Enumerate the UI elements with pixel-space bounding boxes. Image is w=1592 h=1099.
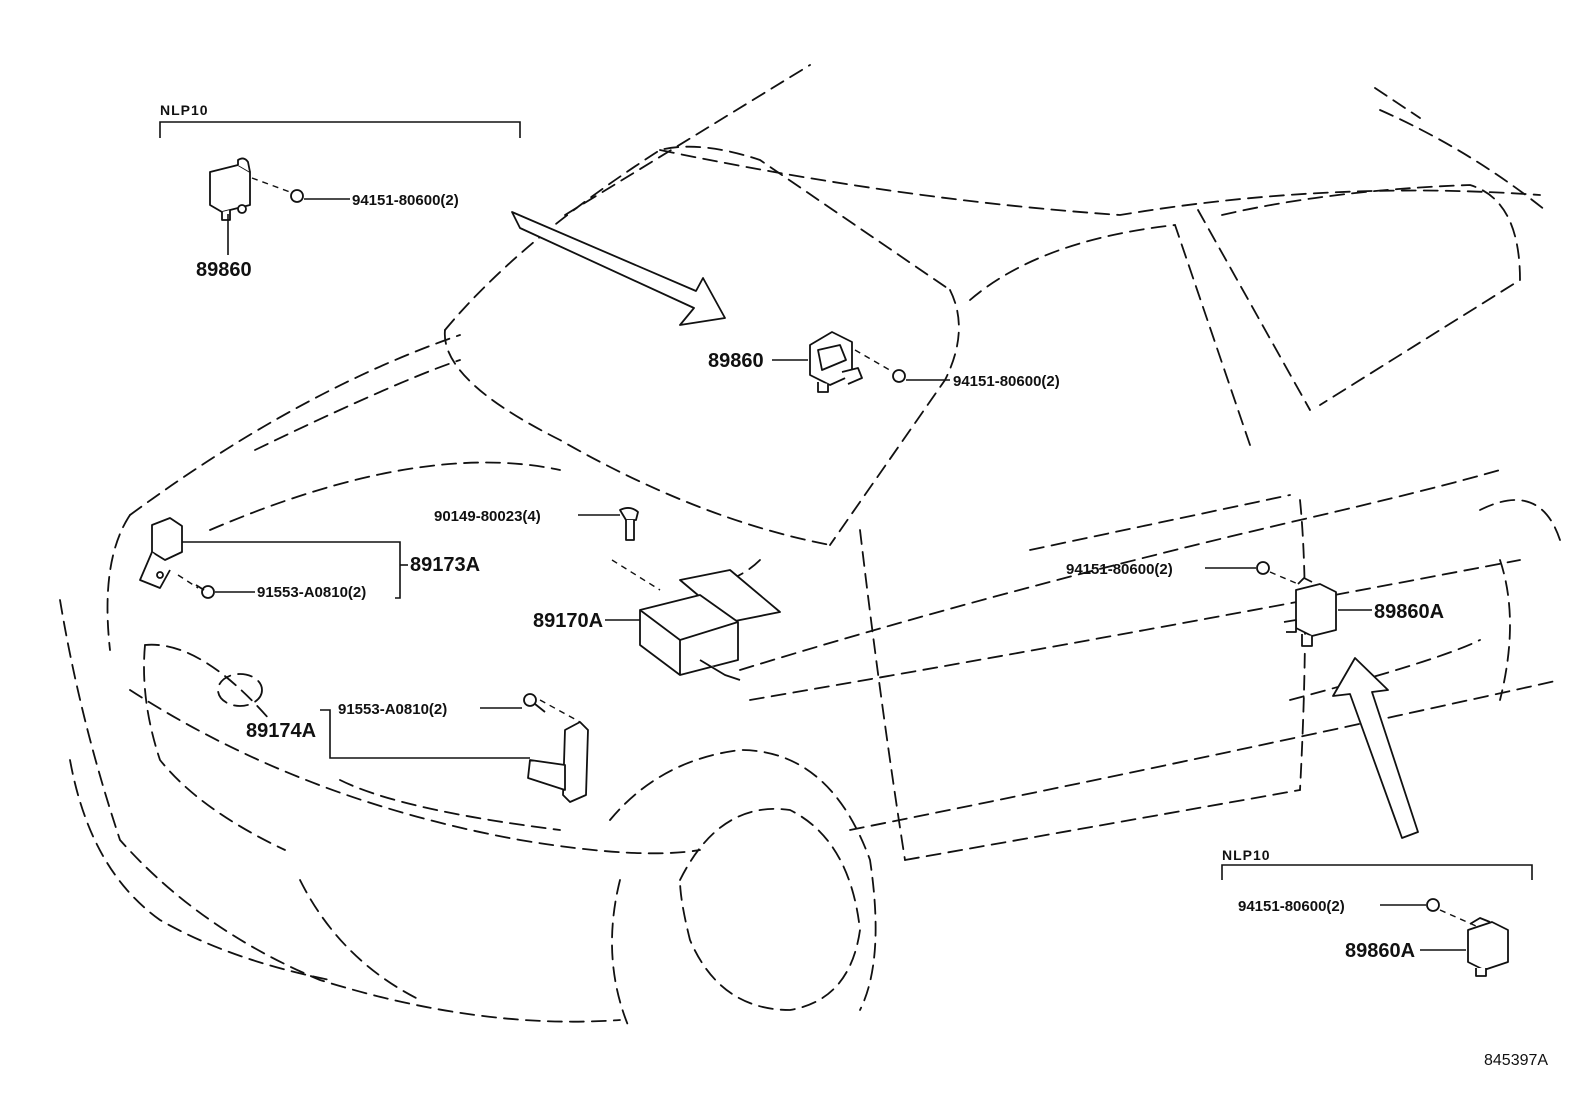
bolt-left-shape (195, 584, 215, 599)
group-bracket-bottom-right (1221, 864, 1533, 880)
bolt-bracket-shape (523, 693, 546, 713)
airbag-ecu-89170A-shape (639, 569, 781, 681)
vehicle-outline (59, 64, 1561, 1031)
sensor-89173A-shape (139, 517, 183, 589)
part-label-89860A-bottom: 89860A (1345, 940, 1415, 962)
sensor-89860-top-shape (209, 157, 251, 221)
fastener-label-bolt-left: 91553-A0810(2) (257, 584, 366, 601)
nut-right-shape (1256, 561, 1270, 575)
view-arrow-top (511, 211, 726, 326)
sensor-89860A-bottom-shape (1467, 917, 1509, 977)
sensor-89860-mid-shape (809, 331, 863, 393)
fastener-label-bolt-bracket: 91553-A0810(2) (338, 701, 447, 718)
fastener-label-nut-bottom: 94151-80600(2) (1238, 898, 1345, 915)
fastener-label-bolt-ecu: 90149-80023(4) (434, 508, 541, 525)
part-label-89860A-right: 89860A (1374, 601, 1444, 623)
bracket-89174A-shape (527, 721, 589, 803)
diagram-reference-code: 845397A (1484, 1052, 1548, 1069)
fastener-label-nut-mid: 94151-80600(2) (953, 373, 1060, 390)
bolt-ecu-shape (619, 507, 639, 541)
part-label-89173A: 89173A (410, 554, 480, 576)
group-label-bottom-right: NLP10 (1222, 847, 1271, 863)
part-label-89174A: 89174A (246, 720, 316, 742)
nut-top-shape (290, 189, 304, 203)
view-arrow-bottom (1332, 657, 1419, 839)
fastener-label-nut-top: 94151-80600(2) (352, 192, 459, 209)
group-label-top-left: NLP10 (160, 102, 209, 118)
part-label-89860-mid: 89860 (708, 350, 764, 372)
part-label-89170A: 89170A (533, 610, 603, 632)
nut-mid-shape (892, 369, 906, 383)
part-label-89860-top: 89860 (196, 259, 252, 281)
group-bracket-top-left (159, 121, 521, 138)
nut-bottom-shape (1426, 898, 1440, 912)
fastener-label-nut-right: 94151-80600(2) (1066, 561, 1173, 578)
sensor-89860A-right-shape (1283, 577, 1337, 647)
